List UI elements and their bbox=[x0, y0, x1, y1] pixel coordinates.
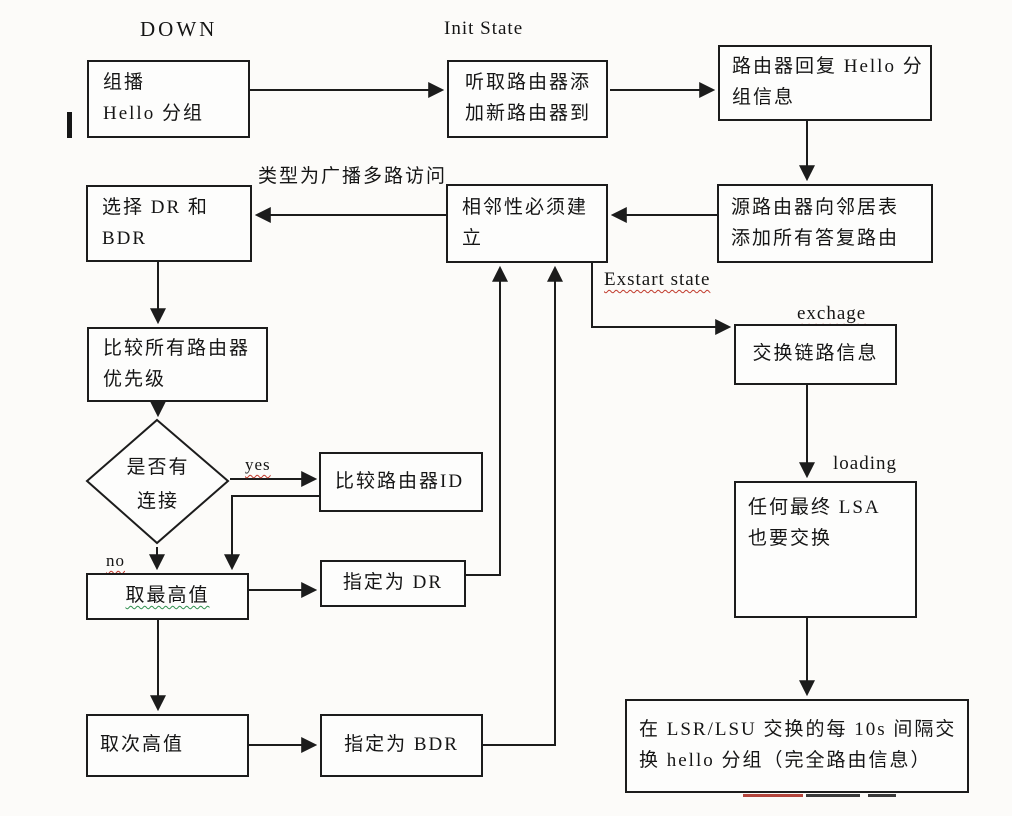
node-listen-routers: 听取路由器添 加新路由器到 bbox=[447, 60, 608, 138]
node-has-connection: 是否有 连接 bbox=[126, 457, 190, 513]
decision-diamond bbox=[85, 418, 230, 545]
edge-label-broadcast: 类型为广播多路访问 bbox=[258, 166, 448, 187]
arrow-compareid-to-highest bbox=[224, 495, 320, 571]
node-add-neighbors: 源路由器向邻居表 添加所有答复路由 bbox=[717, 184, 933, 263]
node-compare-priority: 比较所有路由器 优先级 bbox=[87, 327, 268, 402]
state-label-exstart: Exstart state bbox=[604, 269, 711, 290]
arrow-bdr-to-adjacency bbox=[483, 265, 563, 746]
node-adjacency: 相邻性必须建 立 bbox=[446, 184, 608, 263]
dark-dash-artifact bbox=[868, 794, 896, 797]
branch-label-no: no bbox=[106, 551, 125, 570]
state-label-loading: loading bbox=[833, 453, 897, 474]
branch-label-yes: yes bbox=[245, 455, 271, 474]
dark-dash-artifact bbox=[806, 794, 860, 797]
node-compare-router-id: 比较路由器ID bbox=[319, 452, 483, 512]
node-lsr-lsu-exchange: 在 LSR/LSU 交换的每 10s 间隔交 换 hello 分组（完全路由信息… bbox=[625, 699, 969, 793]
arrow-dr-to-adjacency bbox=[466, 265, 508, 576]
node-reply-hello: 路由器回复 Hello 分 组信息 bbox=[718, 45, 932, 121]
state-label-exchange: exchage bbox=[797, 303, 867, 324]
red-dash-artifact bbox=[743, 794, 803, 797]
take-highest-text: 取最高值 bbox=[125, 585, 210, 607]
node-take-highest: 取最高值 bbox=[86, 573, 249, 620]
node-designate-bdr: 指定为 BDR bbox=[320, 714, 483, 777]
node-select-dr-bdr: 选择 DR 和 BDR bbox=[86, 185, 252, 262]
state-label-down: DOWN bbox=[140, 17, 218, 41]
node-multicast-hello: 组播 Hello 分组 bbox=[87, 60, 250, 138]
node-exchange-link-info: 交换链路信息 bbox=[734, 324, 897, 385]
node-take-second-highest: 取次高值 bbox=[86, 714, 249, 777]
node-designate-dr: 指定为 DR bbox=[320, 560, 466, 607]
margin-bar-artifact bbox=[67, 112, 72, 138]
node-final-lsa: 任何最终 LSA 也要交换 bbox=[734, 481, 917, 618]
arrow-adjacency-to-exchange bbox=[591, 263, 732, 335]
state-label-init: Init State bbox=[444, 18, 524, 39]
